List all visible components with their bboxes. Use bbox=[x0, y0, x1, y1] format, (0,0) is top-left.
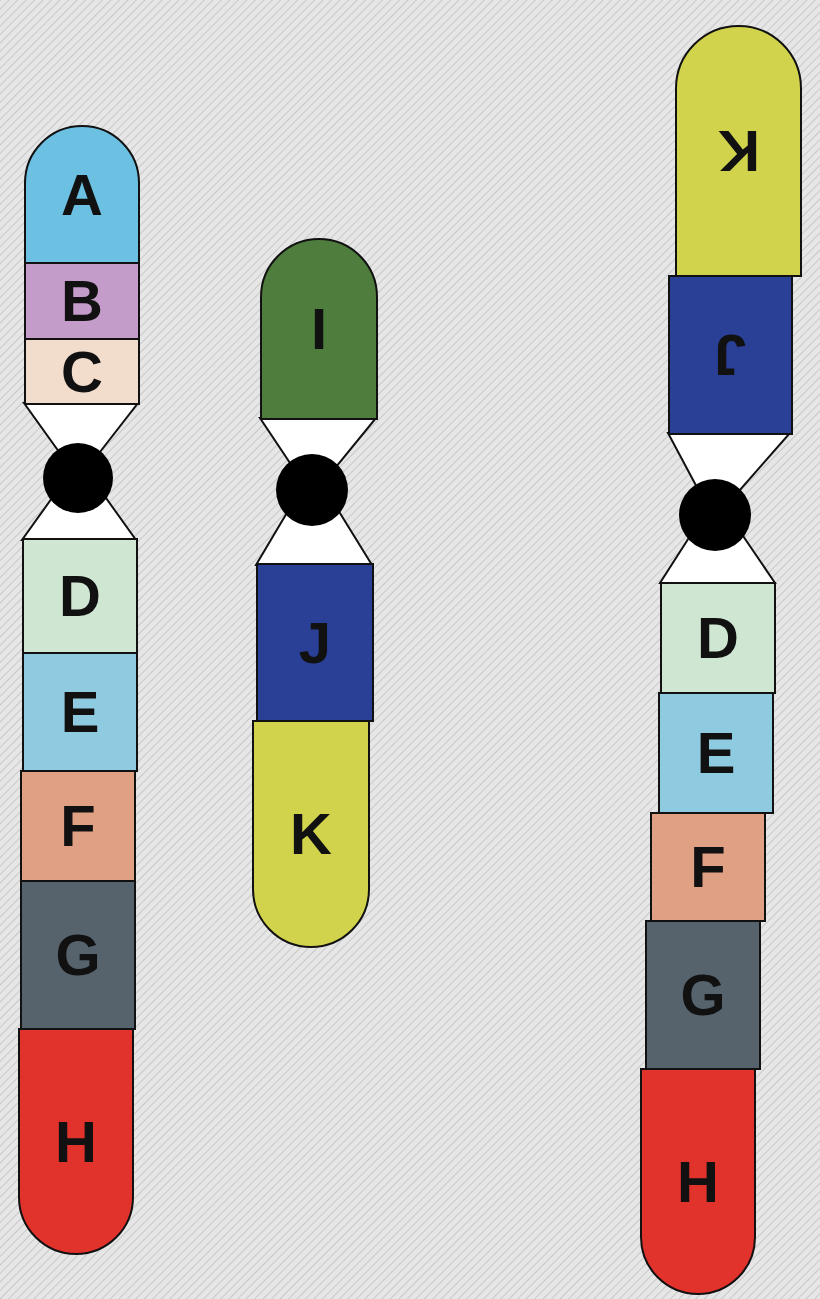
chromosome-band: B bbox=[24, 262, 140, 340]
band-letter: H bbox=[677, 1153, 719, 1211]
chromosome-band: I bbox=[260, 238, 378, 420]
chromosome-band: G bbox=[20, 880, 136, 1030]
chromosome-band: C bbox=[24, 338, 140, 405]
band-letter: B bbox=[61, 272, 103, 330]
chromosome-band: H bbox=[640, 1068, 756, 1295]
chromosome-band: F bbox=[20, 770, 136, 882]
chromosome-band: K bbox=[252, 720, 370, 948]
chromosome-band: K bbox=[675, 25, 802, 277]
chromosome-band: E bbox=[658, 692, 774, 814]
band-letter: K bbox=[718, 122, 760, 180]
band-letter: I bbox=[311, 300, 327, 358]
band-letter: K bbox=[290, 805, 332, 863]
band-letter: D bbox=[697, 609, 739, 667]
band-letter: J bbox=[299, 614, 331, 672]
centromere bbox=[276, 454, 348, 526]
band-letter: F bbox=[690, 838, 725, 896]
band-letter: E bbox=[697, 724, 736, 782]
chromosome-band: J bbox=[256, 563, 374, 722]
chromosome-band: D bbox=[22, 538, 138, 654]
chromosome-band: G bbox=[645, 920, 761, 1070]
band-letter: G bbox=[680, 966, 725, 1024]
centromere-pinch bbox=[22, 403, 138, 540]
centromere bbox=[679, 479, 751, 551]
chromosome-band: D bbox=[660, 582, 776, 694]
band-letter: H bbox=[55, 1113, 97, 1171]
centromere-pinch bbox=[660, 433, 790, 583]
centromere-pinch bbox=[256, 418, 376, 565]
chromosome-band: J bbox=[668, 275, 793, 435]
band-letter: E bbox=[61, 683, 100, 741]
band-letter: C bbox=[61, 343, 103, 401]
chromosome-band: A bbox=[24, 125, 140, 264]
chromosome-band: H bbox=[18, 1028, 134, 1255]
band-letter: A bbox=[61, 166, 103, 224]
chromosome-band: F bbox=[650, 812, 766, 922]
band-letter: D bbox=[59, 567, 101, 625]
band-letter: G bbox=[55, 926, 100, 984]
band-letter: J bbox=[714, 326, 746, 384]
chromosome-band: E bbox=[22, 652, 138, 772]
band-letter: F bbox=[60, 797, 95, 855]
centromere bbox=[43, 443, 113, 513]
